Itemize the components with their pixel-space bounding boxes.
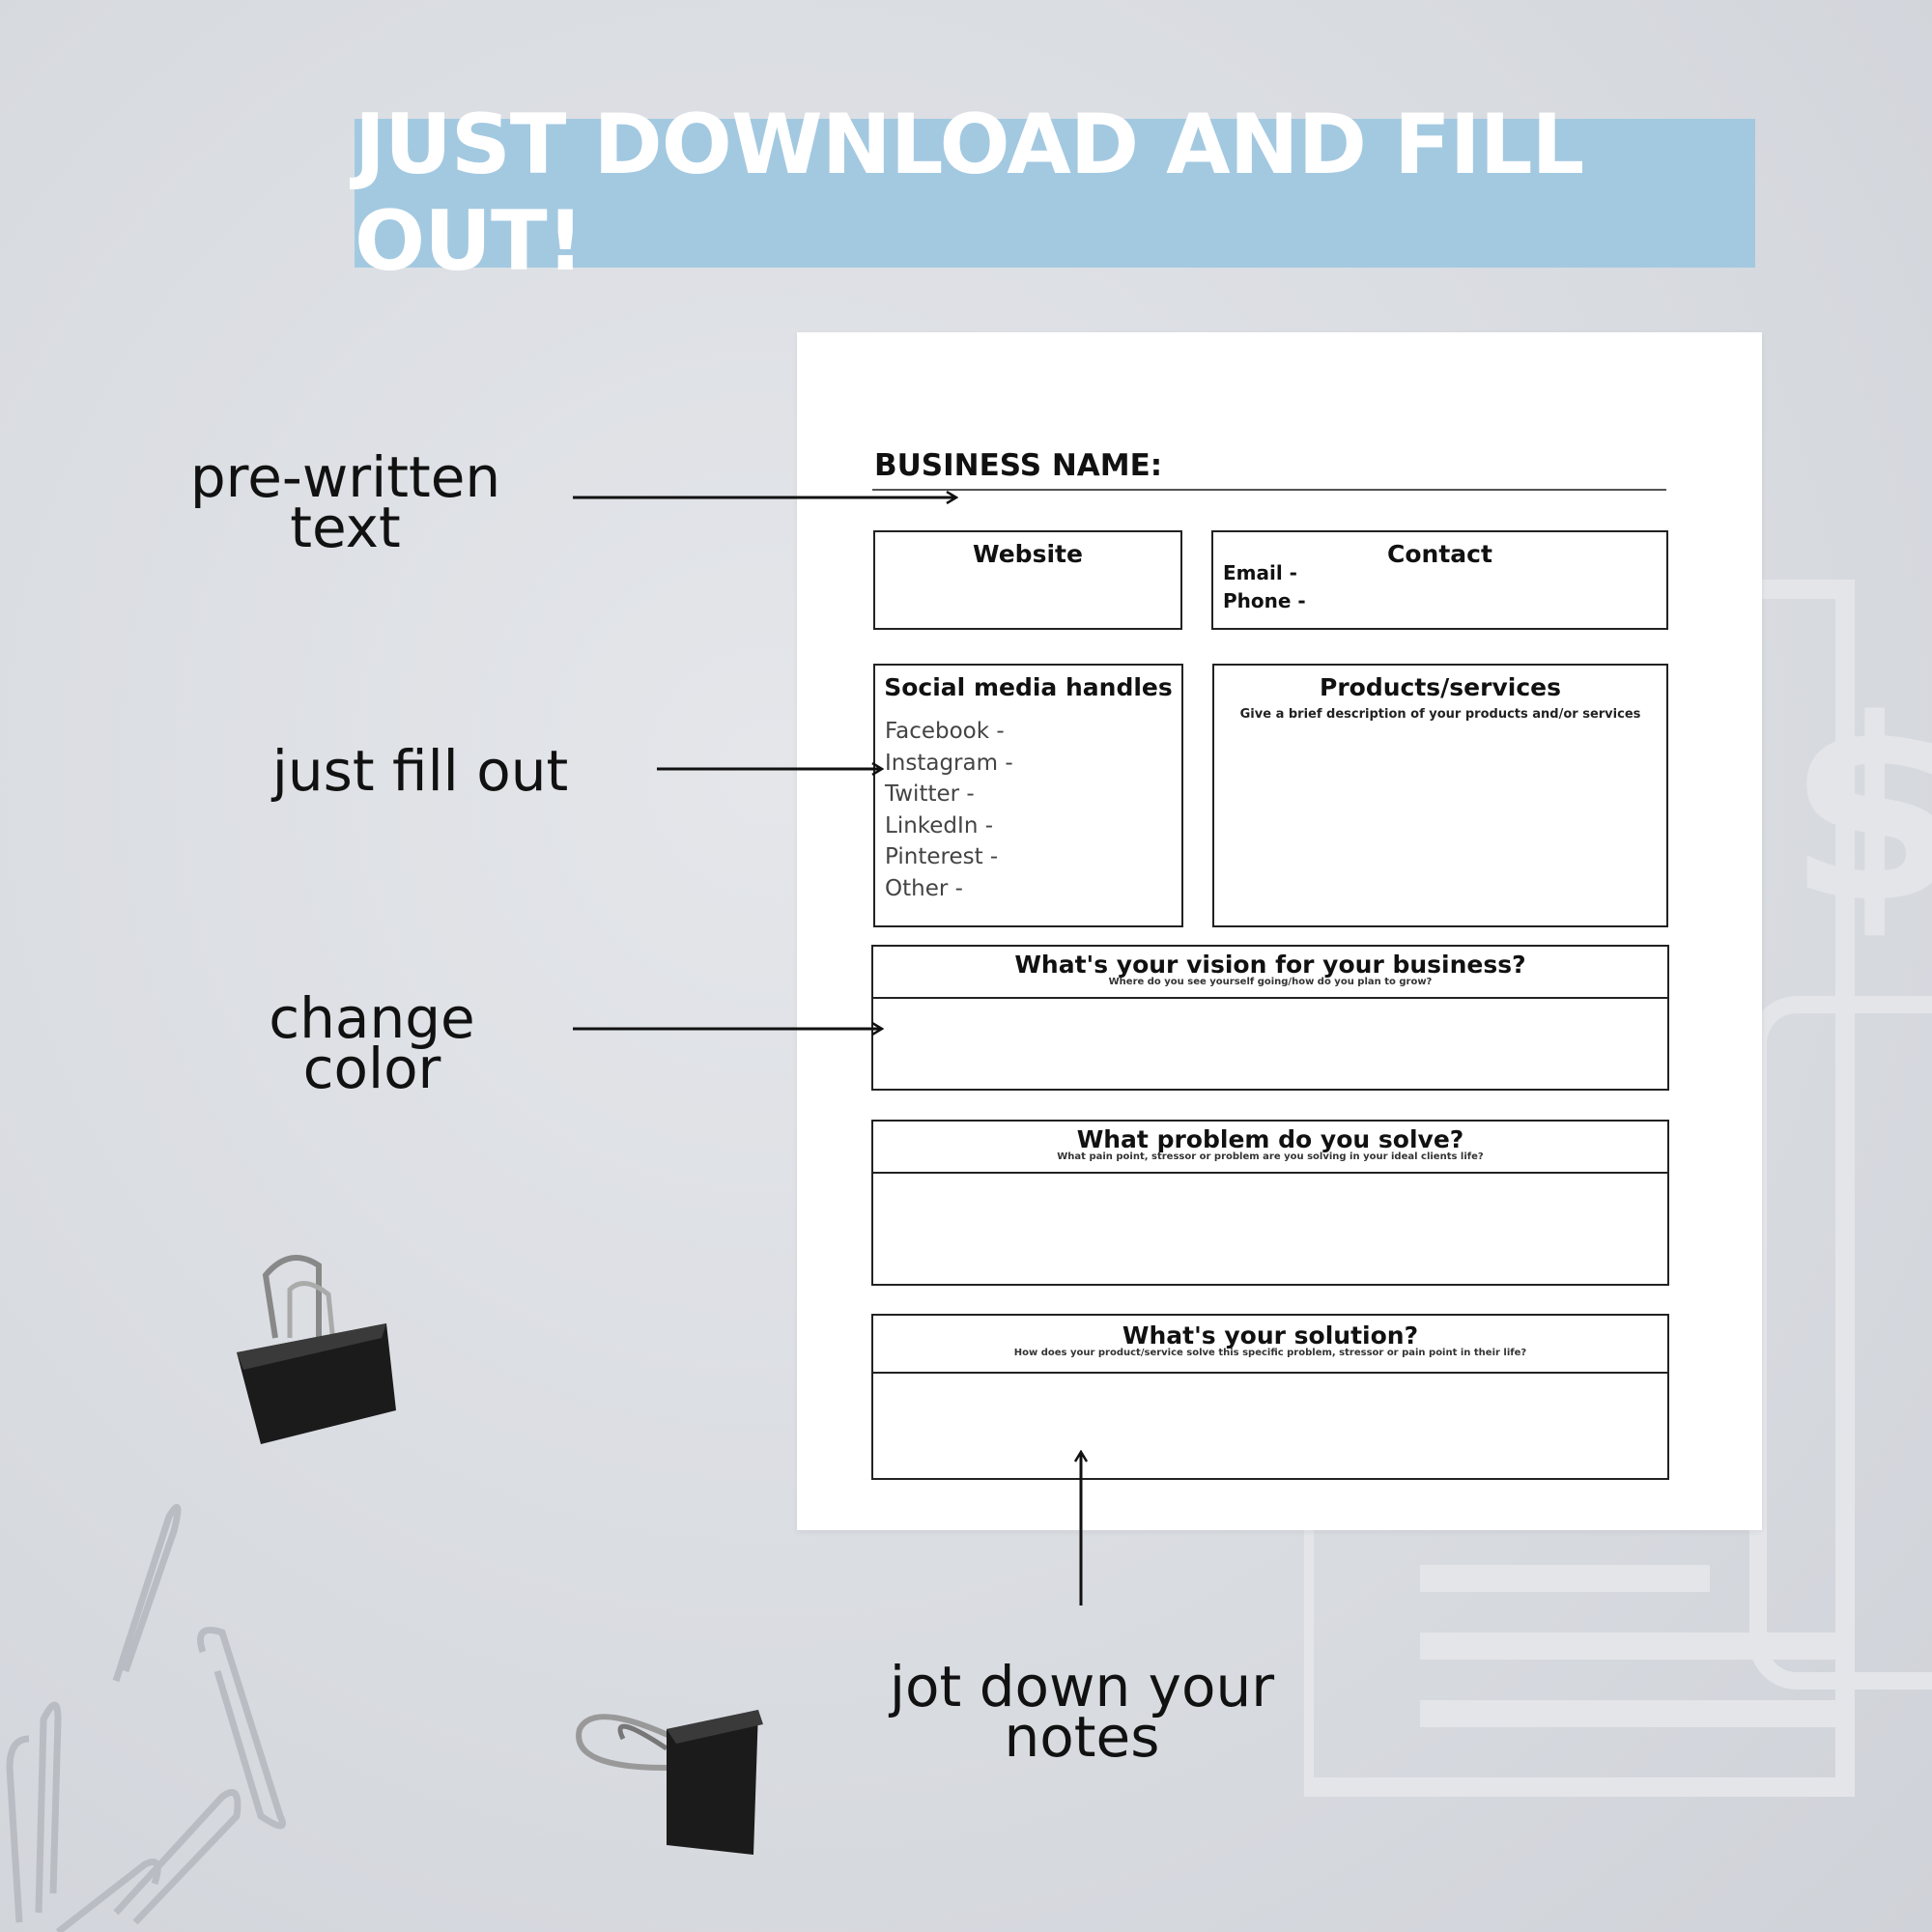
products-services-title: Products/services — [1320, 673, 1561, 701]
svg-text:$: $ — [1787, 667, 1932, 958]
headline-banner: JUST DOWNLOAD AND FILL OUT! — [355, 97, 1755, 290]
solution-title: What's your solution? — [1122, 1321, 1419, 1350]
problem-subtitle: What pain point, stressor or problem are… — [1057, 1151, 1484, 1162]
binder-clip-icon — [576, 1710, 763, 1855]
solution-header: What's your solution? How does your prod… — [873, 1316, 1667, 1374]
social-instagram[interactable]: Instagram - — [885, 750, 1013, 776]
social-media-box[interactable]: Social media handles Facebook - Instagra… — [873, 664, 1183, 927]
business-name-title: BUSINESS NAME: — [874, 448, 1163, 483]
social-facebook[interactable]: Facebook - — [885, 719, 1005, 744]
invoice-icon: $ — [1304, 580, 1932, 1797]
social-media-list: Facebook - Instagram - Twitter - LinkedI… — [885, 716, 1013, 904]
contact-title: Contact — [1387, 540, 1492, 568]
problem-title: What problem do you solve? — [1076, 1125, 1464, 1153]
products-services-box[interactable]: Products/services Give a brief descripti… — [1212, 664, 1668, 927]
email-field[interactable]: Email - — [1223, 561, 1297, 584]
solution-box[interactable]: What's your solution? How does your prod… — [871, 1314, 1669, 1480]
solution-subtitle: How does your product/service solve this… — [1013, 1348, 1527, 1358]
social-other[interactable]: Other - — [885, 875, 963, 901]
problem-box[interactable]: What problem do you solve? What pain poi… — [871, 1120, 1669, 1286]
change-color-label: change color — [269, 985, 475, 1101]
vision-box[interactable]: What's your vision for your business? Wh… — [871, 945, 1669, 1091]
vision-title: What's your vision for your business? — [1014, 951, 1526, 979]
website-box[interactable]: Website — [873, 530, 1182, 630]
problem-header: What problem do you solve? What pain poi… — [873, 1122, 1667, 1174]
paper-clip-icon — [6, 1503, 286, 1932]
form-sheet: BUSINESS NAME: Website Contact Email - P… — [797, 332, 1762, 1530]
prewritten-text-label: pre-written text — [189, 444, 501, 560]
social-media-title: Social media handles — [884, 673, 1173, 701]
products-services-subtitle: Give a brief description of your product… — [1239, 707, 1641, 722]
contact-box[interactable]: Contact Email - Phone - — [1211, 530, 1668, 630]
social-twitter[interactable]: Twitter - — [885, 781, 975, 807]
vision-header: What's your vision for your business? Wh… — [873, 947, 1667, 999]
social-linkedin[interactable]: LinkedIn - — [885, 812, 994, 838]
jot-down-notes-label: jot down your notes — [889, 1654, 1275, 1770]
website-title: Website — [973, 540, 1083, 568]
social-pinterest[interactable]: Pinterest - — [885, 844, 999, 869]
phone-field[interactable]: Phone - — [1223, 589, 1306, 612]
just-fill-out-label: just fill out — [271, 738, 569, 804]
business-name-underline — [872, 489, 1666, 491]
vision-subtitle: Where do you see yourself going/how do y… — [1108, 977, 1433, 987]
binder-clip-icon — [237, 1255, 396, 1444]
